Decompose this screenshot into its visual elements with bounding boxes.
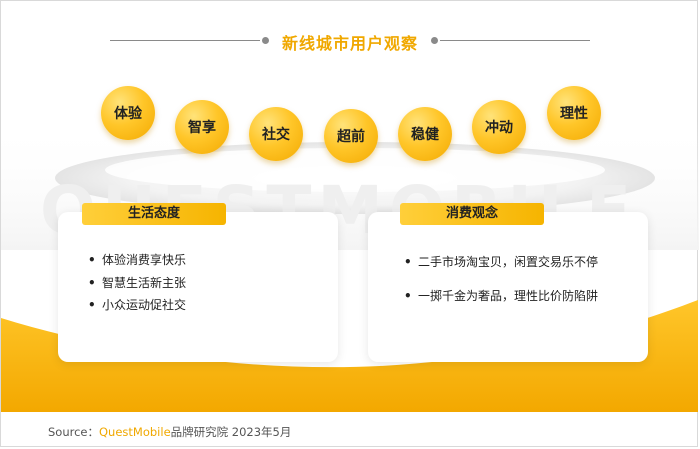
card-heading-life-attitude: 生活态度: [82, 203, 226, 225]
bubble-chaoqian: 超前: [324, 109, 378, 163]
bullet-icon: •: [404, 255, 412, 269]
source-suffix: 品牌研究院 2023年5月: [170, 425, 292, 439]
title-dot-left: [262, 37, 269, 44]
title-rule-left: [110, 40, 260, 41]
page-title: 新线城市用户观察: [281, 34, 418, 53]
list-item: • 二手市场淘宝贝，闲置交易乐不停: [404, 253, 598, 270]
list-item: • 体验消费享快乐: [88, 251, 186, 268]
title-dot-right: [431, 37, 438, 44]
bullet-icon: •: [404, 289, 412, 303]
list-item: • 智慧生活新主张: [88, 274, 186, 291]
list-item-text: 二手市场淘宝贝，闲置交易乐不停: [418, 255, 599, 269]
list-item-text: 智慧生活新主张: [102, 276, 187, 290]
bubble-tiyan: 体验: [101, 86, 155, 140]
bullet-icon: •: [88, 253, 96, 267]
list-item: • 小众运动促社交: [88, 296, 186, 313]
list-item-text: 一掷千金为奢品，理性比价防陷阱: [418, 289, 599, 303]
bullet-icon: •: [88, 298, 96, 312]
card-consumption-view: [368, 212, 648, 362]
card-life-attitude: [58, 212, 338, 362]
list-item-text: 体验消费享快乐: [102, 253, 187, 267]
bubble-zhixiang: 智享: [175, 100, 229, 154]
bubble-chongdong: 冲动: [472, 100, 526, 154]
source-prefix: Source：: [48, 425, 99, 439]
card-heading-consumption-view: 消费观念: [400, 203, 544, 225]
bullet-icon: •: [88, 276, 96, 290]
source-brand: QuestMobile: [99, 425, 171, 439]
bubble-shejiao: 社交: [249, 107, 303, 161]
title-rule-right: [440, 40, 590, 41]
list-item: • 一掷千金为奢品，理性比价防陷阱: [404, 287, 598, 304]
source-footer: Source：QuestMobile品牌研究院 2023年5月: [48, 424, 291, 440]
bubble-wenjian: 稳健: [398, 107, 452, 161]
list-item-text: 小众运动促社交: [102, 298, 187, 312]
title-row: 新线城市用户观察: [110, 28, 590, 53]
bubble-lixing: 理性: [547, 86, 601, 140]
